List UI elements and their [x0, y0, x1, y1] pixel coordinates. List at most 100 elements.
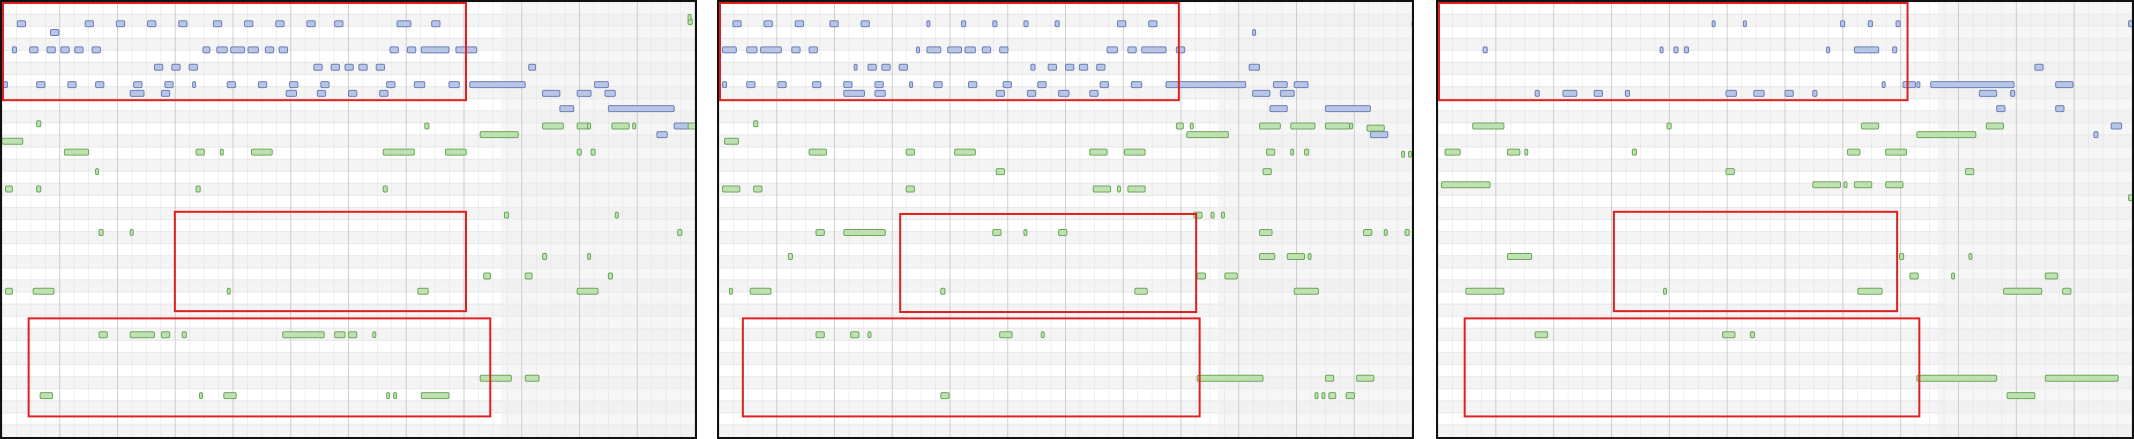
green-note [129, 229, 134, 237]
blue-note [1065, 63, 1075, 71]
green-note [614, 211, 619, 219]
blue-note [1252, 89, 1271, 97]
shaded-region [1937, 2, 2132, 437]
blue-note [2055, 105, 2065, 113]
blue-note [1624, 89, 1631, 97]
blue-note [1279, 89, 1295, 97]
blue-note [11, 46, 18, 54]
green-note [1366, 124, 1385, 132]
blue-note [316, 89, 327, 97]
blue-note [1026, 89, 1037, 97]
blue-note [330, 63, 340, 71]
blue-note [1482, 46, 1488, 54]
green-note [479, 374, 512, 382]
green-note [1465, 287, 1505, 295]
blue-note [306, 20, 316, 28]
green-note [1408, 150, 1412, 158]
green-note [1846, 148, 1861, 156]
blue-note [763, 20, 773, 28]
blue-note [1047, 63, 1057, 71]
blue-note [732, 20, 742, 28]
green-note [95, 168, 100, 176]
green-note [1506, 148, 1521, 156]
blue-note [999, 46, 1009, 54]
green-note [607, 272, 614, 280]
blue-note [36, 81, 46, 89]
green-note [1345, 392, 1355, 400]
highlight-box [1612, 210, 1899, 313]
blue-note [188, 63, 198, 71]
green-note [1196, 374, 1264, 382]
green-note [334, 331, 346, 339]
green-note [611, 122, 630, 130]
green-note [1631, 148, 1637, 156]
blue-note [1324, 105, 1371, 113]
green-note [850, 331, 860, 339]
blue-note [1812, 89, 1818, 97]
green-note [1324, 122, 1351, 130]
blue-note [2055, 81, 2074, 89]
green-note [1356, 374, 1375, 382]
blue-note [2, 81, 9, 89]
green-note [632, 122, 637, 130]
green-note [724, 137, 739, 145]
green-note [1524, 148, 1529, 156]
green-note [417, 287, 429, 295]
blue-note [1916, 81, 1921, 89]
blue-note [967, 81, 978, 89]
green-note [1444, 148, 1461, 156]
green-note [420, 392, 450, 400]
blue-note [285, 89, 298, 97]
green-note [1259, 122, 1281, 130]
green-note [687, 13, 692, 21]
green-note [542, 252, 548, 260]
green-note [587, 122, 592, 130]
blue-note [961, 20, 967, 28]
green-note [940, 392, 950, 400]
blue-note [829, 20, 839, 28]
green-note [129, 331, 155, 339]
blue-note [2034, 63, 2044, 71]
blue-note [916, 46, 921, 54]
blue-note [386, 81, 396, 89]
blue-note [1742, 20, 1747, 28]
blue-note [528, 63, 537, 71]
green-note [1749, 331, 1755, 339]
green-note [1293, 287, 1319, 295]
green-note [1812, 181, 1842, 189]
blue-note [576, 89, 592, 97]
blue-note [334, 20, 344, 28]
green-note [590, 148, 596, 156]
green-note [1304, 148, 1310, 156]
green-note [195, 185, 201, 193]
blue-note [257, 81, 268, 89]
green-note [4, 287, 13, 295]
blue-note [874, 89, 886, 97]
piano-roll-grid-3 [1438, 2, 2132, 437]
blue-note [289, 81, 299, 89]
blue-note [375, 63, 386, 71]
green-note [372, 331, 377, 339]
blue-note [1030, 63, 1036, 71]
green-note [282, 331, 325, 339]
green-note [1123, 148, 1146, 156]
blue-note [1978, 89, 1998, 97]
blue-note [2010, 89, 2016, 97]
green-note [999, 331, 1013, 339]
blue-note [794, 20, 805, 28]
green-note [1383, 229, 1388, 237]
blue-note [1683, 46, 1690, 54]
green-note [1885, 148, 1907, 156]
green-note [728, 287, 733, 295]
green-note [1964, 168, 1975, 176]
blue-note [1881, 81, 1886, 89]
blue-note [74, 46, 84, 54]
green-note [2128, 194, 2132, 202]
green-note [542, 122, 564, 130]
blue-note [164, 81, 174, 89]
blue-note [656, 131, 668, 139]
green-note [905, 148, 915, 156]
green-note [1089, 148, 1108, 156]
blue-note [1252, 28, 1257, 36]
